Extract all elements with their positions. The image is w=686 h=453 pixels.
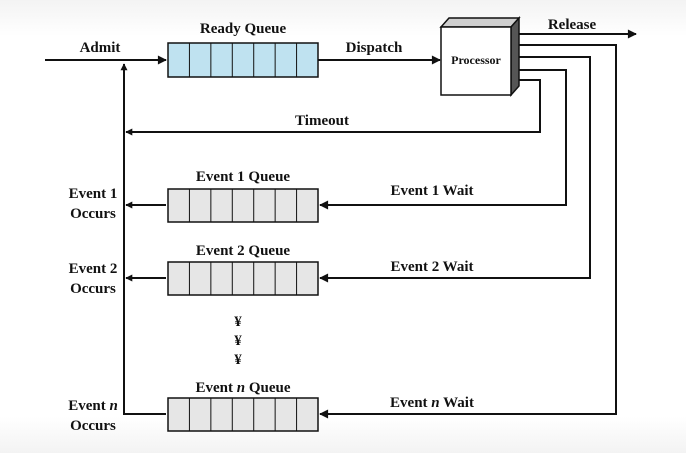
event1-wait-label: Event 1 Wait <box>390 183 473 199</box>
admit-label: Admit <box>80 40 121 56</box>
event1-queue <box>167 188 319 223</box>
event2-occurs-line2: Occurs <box>70 281 116 297</box>
eventn-queue-label: Event n Queue <box>195 380 290 396</box>
dispatch-label: Dispatch <box>346 40 403 56</box>
event2-wait-path <box>319 56 591 283</box>
ellipsis-glyph-1: ¥ <box>234 314 242 330</box>
event1-queue-label: Event 1 Queue <box>196 169 291 185</box>
ready-queue <box>167 42 319 78</box>
ready-queue-label: Ready Queue <box>200 21 287 37</box>
event2-queue <box>167 261 319 296</box>
event2-queue-label: Event 2 Queue <box>196 243 291 259</box>
event1-wait-path <box>319 69 567 210</box>
processor-box <box>439 16 521 97</box>
event2-wait-label: Event 2 Wait <box>390 259 473 275</box>
eventn-occurs-line2: Occurs <box>70 418 116 434</box>
ellipsis-glyph-2: ¥ <box>234 333 242 349</box>
wires <box>45 29 637 419</box>
eventn-wait-path <box>319 44 617 419</box>
processor-label: Processor <box>451 53 501 67</box>
eventn-occurs-line1: Event n <box>68 398 118 414</box>
event1-occurs-line1: Event 1 <box>69 186 118 202</box>
release-label: Release <box>548 17 597 33</box>
ellipsis-glyph-3: ¥ <box>234 352 242 368</box>
eventn-wait-label: Event n Wait <box>390 395 474 411</box>
event1-occurs-line2: Occurs <box>70 206 116 222</box>
timeout-path <box>125 79 541 136</box>
eventn-queue <box>167 397 319 432</box>
event2-occurs-line1: Event 2 <box>69 261 118 277</box>
timeout-label: Timeout <box>295 113 349 129</box>
